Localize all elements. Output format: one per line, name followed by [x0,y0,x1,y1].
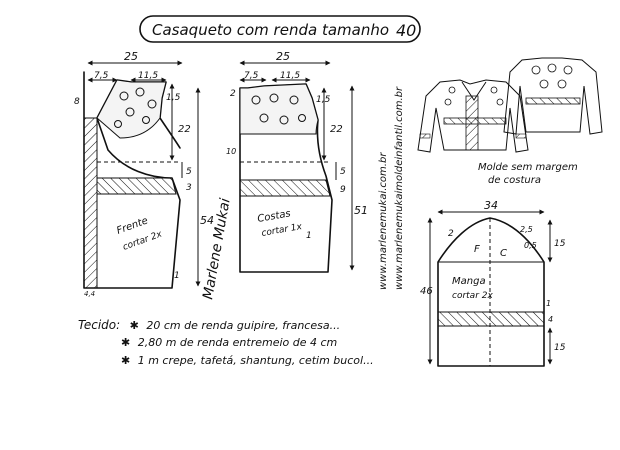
fabric-heading: Tecido: [78,318,121,332]
front-dim-5: 5 [186,167,192,177]
back-dim-75: 7,5 [244,71,259,81]
website-1: www.marlenemukai.com.br [378,152,389,290]
front-dim-8: 8 [74,97,80,107]
back-dim-2: 2 [230,89,236,99]
back-dim-15: 1,5 [316,95,331,105]
front-dim-3: 3 [186,183,192,193]
front-dim-115: 11,5 [138,71,158,81]
website-2: www.marlenemukaimoldeinfantil.com.br [394,86,405,290]
front-dim-bottom: 4,4 [84,290,95,298]
size-number: 40 [396,21,416,40]
front-dim-1: 1 [174,271,180,281]
back-dim-10: 10 [226,147,236,156]
caption-line-2: de costura [488,175,541,186]
back-label: Costas [257,208,292,225]
fabric-bullet-2: ✱ [121,336,131,349]
title-block: Casaqueto com renda tamanho 40 [139,15,421,43]
sleeve-cut: cortar 2x [452,291,493,301]
fabric-bullet-1: ✱ [129,319,139,332]
back-dim-115: 11,5 [280,71,300,81]
sleeve-width-label: 34 [484,199,498,212]
sleeve-dim-15a: 15 [554,239,566,249]
front-piece: 25 7,5 11,5 8 1,5 22 5 3 54 4,4 1 Frente… [74,50,214,298]
garment-illustration: Molde sem margem de costura [417,57,603,186]
sleeve-dim-05: 0,5 [524,241,537,250]
fabric-item-3: 1 m crepe, tafetá, shantung, cetim bucol… [137,354,374,367]
fabric-row-2: ✱ 2,80 m de renda entremeio de 4 cm [121,336,337,349]
back-dim-22: 22 [330,124,343,135]
sleeve-dim-46: 46 [420,286,433,297]
front-dim-54: 54 [200,214,214,227]
sleeve-piece: 34 F C 2 2,5 0,5 15 46 4 15 1 Manga cort… [420,199,566,367]
caption-line-1: Molde sem margem [478,162,578,173]
sleeve-dim-25: 2,5 [520,225,533,234]
sleeve-mark-c: C [500,248,507,259]
back-piece: 25 7,5 11,5 2 1,5 10 22 5 9 51 1 Costas … [226,50,368,273]
sleeve-dim-15b: 15 [554,343,566,353]
title-text: Casaqueto com renda tamanho [152,21,389,39]
back-dim-1: 1 [306,231,312,241]
back-dim-5: 5 [340,167,346,177]
front-dim-75: 7,5 [94,71,109,81]
fabric-row-3: ✱ 1 m crepe, tafetá, shantung, cetim buc… [121,354,374,367]
front-dim-15: 1,5 [166,93,181,103]
fabric-item-1: 20 cm de renda guipire, francesa... [146,319,341,332]
front-width-label: 25 [124,50,138,63]
back-width-label: 25 [276,50,290,63]
fabric-bullet-3: ✱ [121,354,131,367]
back-cut: cortar 1x [261,222,304,239]
signature: Marlene Mukai [200,197,234,301]
back-dim-51: 51 [354,204,368,217]
sleeve-mark-f: F [474,244,480,255]
sleeve-dim-4: 4 [548,315,553,324]
fabric-row-1: Tecido: ✱ 20 cm de renda guipire, france… [78,318,340,332]
front-dim-22: 22 [178,124,191,135]
sleeve-dim-2: 2 [448,229,454,239]
front-label: Frente [115,215,149,236]
sleeve-dim-1: 1 [546,299,551,308]
fabric-item-2: 2,80 m de renda entremeio de 4 cm [137,336,338,349]
sleeve-label: Manga [452,276,486,287]
back-dim-9: 9 [340,185,346,195]
